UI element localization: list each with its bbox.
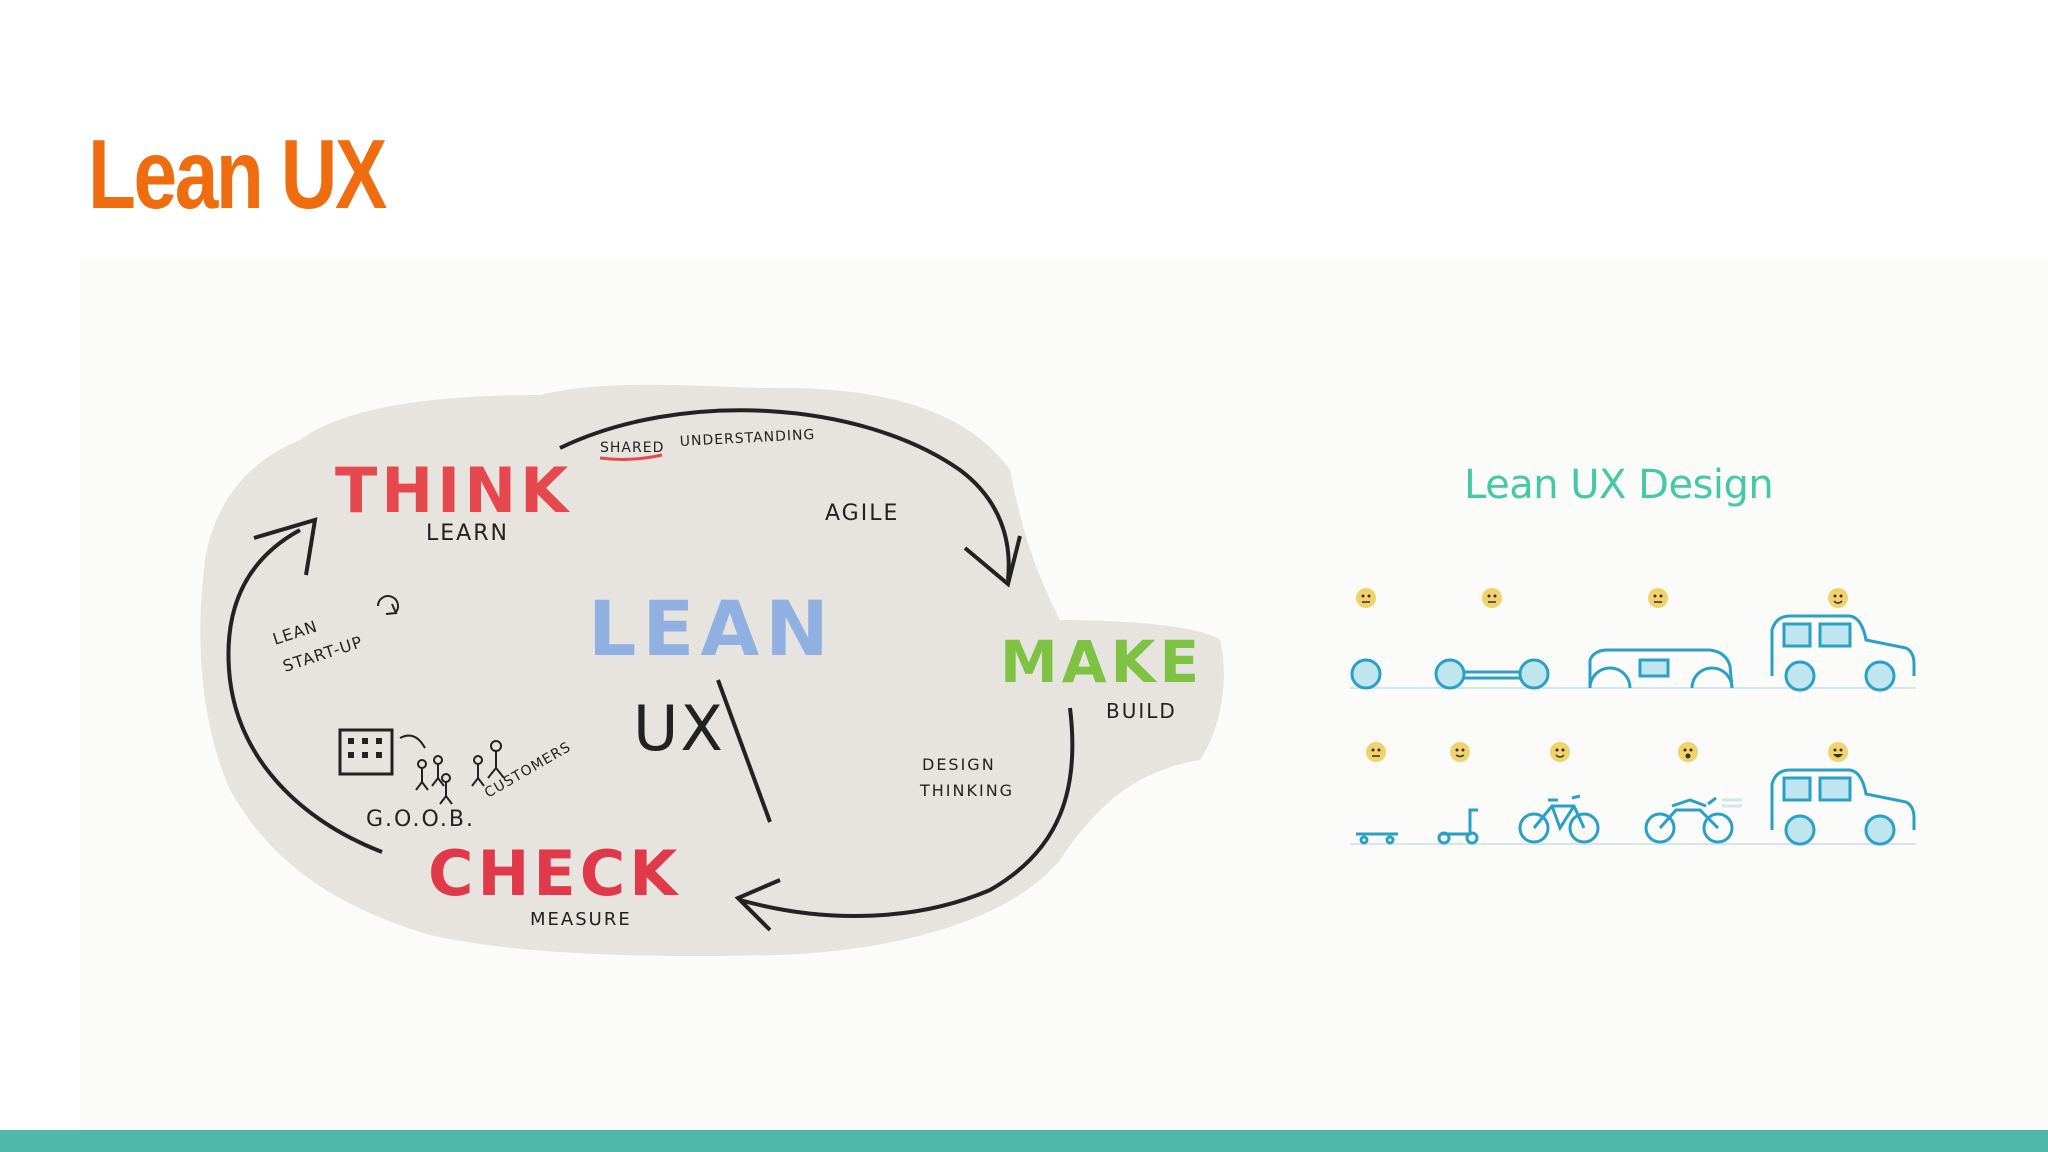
arrow-make-to-check <box>739 707 1075 918</box>
bicycle-icon <box>1518 794 1600 844</box>
make-label: MAKE <box>1000 628 1203 696</box>
ux-center-label: UX <box>633 692 725 765</box>
arrow-check-to-think <box>226 528 383 854</box>
face-icon <box>1828 742 1848 762</box>
customers-people-icon <box>415 740 505 805</box>
shared-label: SHARED <box>600 440 664 456</box>
face-icon <box>1356 588 1376 608</box>
car-icon <box>1770 768 1916 846</box>
recycle-icon <box>377 595 399 615</box>
car-icon <box>1770 614 1916 692</box>
wheel-icon <box>1350 658 1382 690</box>
face-icon <box>1828 588 1848 608</box>
think-label: THINK <box>335 454 572 527</box>
lean-center-label: LEAN <box>588 584 835 673</box>
footer-bar <box>0 1130 2048 1152</box>
slide-title: Lean UX <box>88 119 387 229</box>
face-icon <box>1550 742 1570 762</box>
face-icon <box>1450 742 1470 762</box>
agile-label: AGILE <box>825 501 899 526</box>
arrow-head-make <box>963 535 1022 588</box>
understanding-label: UNDERSTANDING <box>679 427 815 450</box>
paper-background <box>200 384 1224 956</box>
shared-underline <box>599 453 663 461</box>
goob-label: G.O.O.B. <box>366 807 475 832</box>
arrow-think-to-make <box>559 408 1011 581</box>
arrow-head-check <box>734 878 781 932</box>
face-icon <box>1678 742 1698 762</box>
arrow-head-think <box>253 517 318 576</box>
face-icon <box>1648 588 1668 608</box>
ux-cross-stroke <box>716 679 772 823</box>
scooter-icon <box>1437 808 1479 845</box>
design-label: DESIGN <box>922 755 996 774</box>
thinking-label: THINKING <box>919 781 1014 800</box>
axle-icon <box>1434 658 1550 690</box>
face-icon <box>1366 742 1386 762</box>
lean-ux-design-title: Lean UX Design <box>1464 462 1774 508</box>
learn-label: LEARN <box>426 521 509 546</box>
face-icon <box>1482 588 1502 608</box>
build-label: BUILD <box>1106 699 1177 723</box>
building-icon <box>338 728 426 776</box>
skateboard-icon <box>1356 832 1398 845</box>
check-label: CHECK <box>428 837 681 910</box>
measure-label: MEASURE <box>530 909 632 930</box>
motorcycle-icon <box>1644 796 1742 844</box>
car-body-icon <box>1588 648 1734 689</box>
